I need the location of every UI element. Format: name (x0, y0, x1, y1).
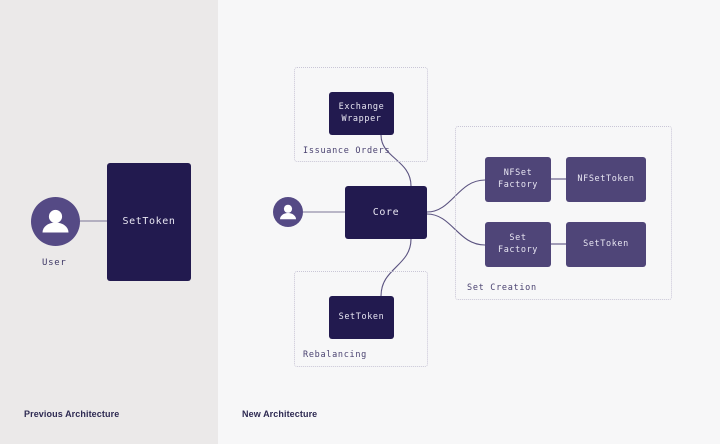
node-nfsettoken[interactable]: NFSetToken (566, 157, 646, 202)
node-exchange-wrapper[interactable]: Exchange Wrapper (329, 92, 394, 135)
node-settoken-previous[interactable]: SetToken (107, 163, 191, 281)
group-set-creation (455, 126, 672, 300)
group-issuance-orders (294, 67, 428, 162)
user-label: User (42, 258, 67, 268)
caption-new-architecture: New Architecture (242, 409, 318, 419)
node-set-factory[interactable]: Set Factory (485, 222, 551, 267)
node-nfset-factory[interactable]: NFSet Factory (485, 157, 551, 202)
group-label-set-creation: Set Creation (467, 283, 537, 293)
group-rebalancing (294, 271, 428, 367)
user-avatar-icon (31, 197, 80, 246)
node-settoken[interactable]: SetToken (566, 222, 646, 267)
group-label-rebalancing: Rebalancing (303, 350, 367, 360)
user-avatar-icon-new (273, 197, 303, 227)
group-label-issuance-orders: Issuance Orders (303, 146, 391, 156)
node-core[interactable]: Core (345, 186, 427, 239)
node-rebalancing-settoken[interactable]: SetToken (329, 296, 394, 339)
caption-previous-architecture: Previous Architecture (24, 409, 120, 419)
